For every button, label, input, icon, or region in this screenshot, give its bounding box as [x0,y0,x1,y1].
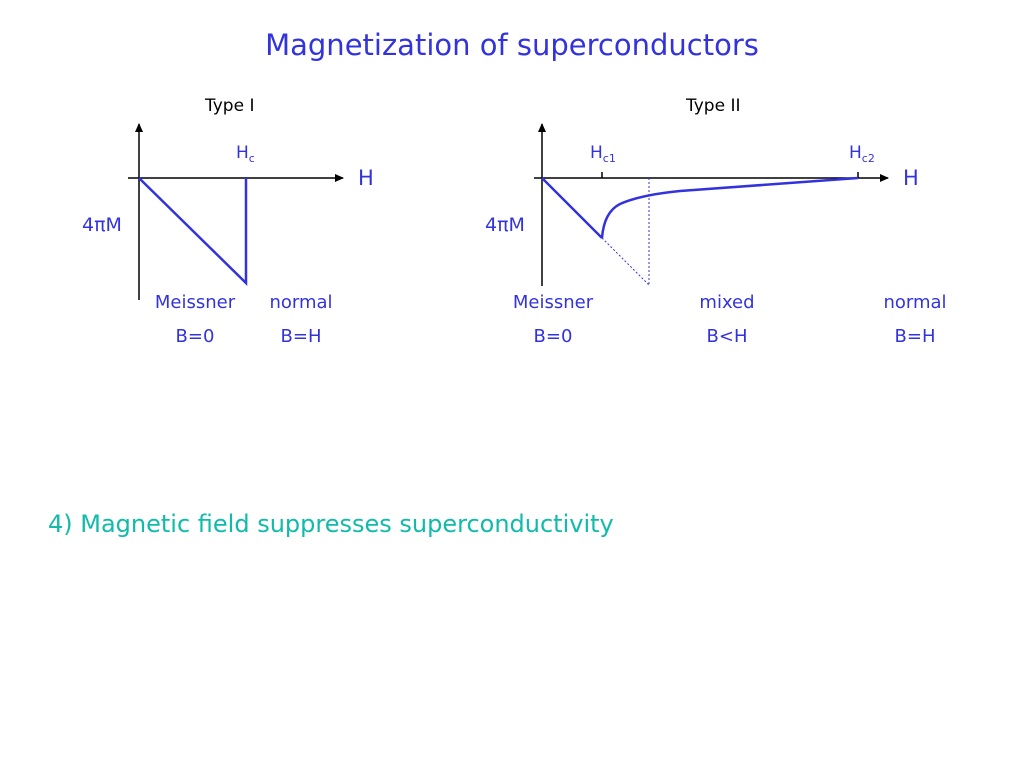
type2-meissner-line [541,177,603,239]
type2-hc2-label: Hc2 [849,143,875,165]
type2-m-axis-label: 4πM [485,214,525,236]
type2-region-normal-field: B=H [894,326,936,347]
type2-region-meissner: Meissner [512,292,594,313]
type1-m-axis-label: 4πM [82,214,122,236]
type1-magnetization-curve [138,177,248,286]
type2-hc1-label: Hc1 [590,143,616,165]
type1-region-normal-field: B=H [280,326,322,347]
type1-hc-label: Hc [236,143,255,165]
type2-dotted-extension [601,237,650,286]
type2-heading: Type II [686,96,741,116]
type2-region-normal: normal [883,292,947,313]
type2-region-mixed: mixed [699,292,755,313]
type1-region-meissner-field: B=0 [175,326,215,347]
type2-h-axis-label: H [903,166,919,190]
type1-region-normal: normal [269,292,333,313]
page-title: Magnetization of superconductors [265,28,759,62]
type1-axes [128,123,344,300]
type1-region-meissner: Meissner [154,292,236,313]
type2-region-mixed-field: B<H [706,326,748,347]
type1-heading: Type I [205,96,255,116]
type2-axes [534,123,889,286]
type2-region-meissner-field: B=0 [533,326,573,347]
type1-h-axis-label: H [358,166,374,190]
type2-mixed-curve [600,176,859,239]
suppression-note: 4) Magnetic field suppresses superconduc… [48,510,614,538]
